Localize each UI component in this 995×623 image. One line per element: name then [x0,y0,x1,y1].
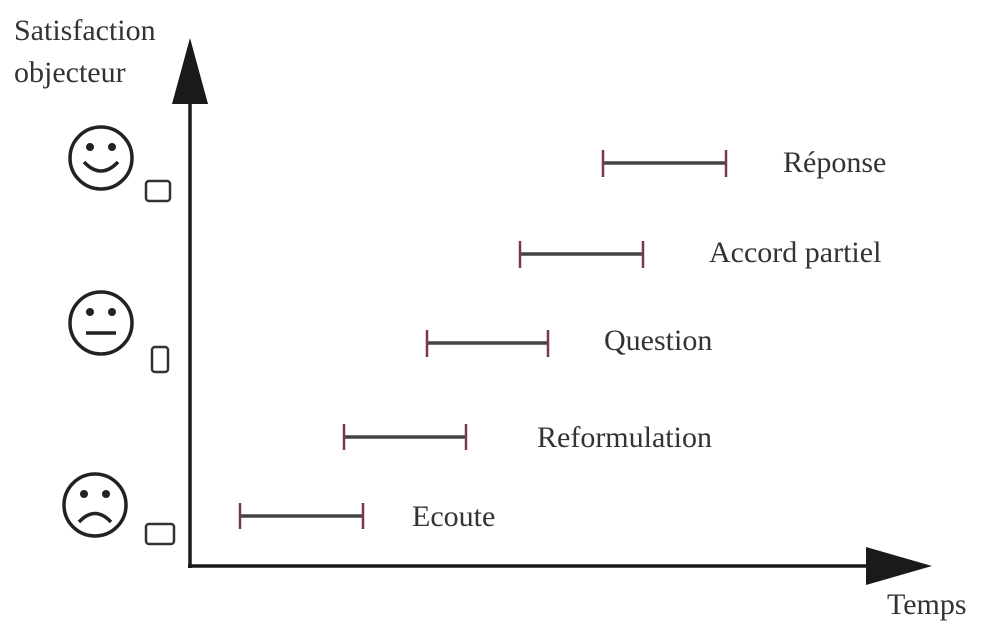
phase-bar-accord-partiel [518,241,645,268]
happy-face-icon [68,125,134,191]
x-axis-label: Temps [887,588,967,621]
phase-bar-reponse [601,150,728,177]
phase-label-reformulation: Reformulation [537,421,712,454]
y-axis-label-line2: objecteur [14,56,126,89]
neutral-checkbox-icon [150,345,170,374]
phase-label-question: Question [604,324,712,357]
y-axis-arrowhead [172,38,208,104]
sad-face-icon [62,472,128,538]
phase-label-ecoute: Ecoute [412,500,495,533]
phase-bar-reformulation [342,424,468,450]
axes [172,38,932,585]
x-axis-arrowhead [866,547,932,585]
phase-bar-question [425,330,550,357]
phase-label-reponse: Réponse [783,146,886,179]
phase-bar-ecoute [238,503,365,529]
phase-label-accord-partiel: Accord partiel [709,236,881,269]
happy-checkbox-icon [144,179,172,203]
sad-checkbox-icon [144,522,176,546]
y-axis-label-line1: Satisfaction [14,14,156,47]
neutral-face-icon [68,290,134,356]
